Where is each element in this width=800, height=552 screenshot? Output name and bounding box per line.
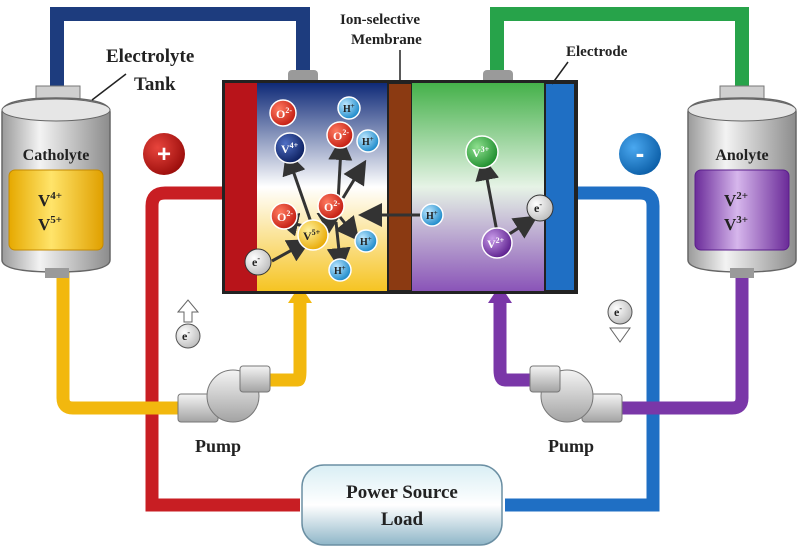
pump-right-icon: [529, 365, 623, 423]
negative-half-cell: [412, 83, 545, 291]
ion-o2-mid-right: O2-: [317, 192, 345, 220]
electron-flow-right: e-: [607, 299, 633, 343]
ion-h-membrane: H+: [420, 203, 444, 227]
catholyte-return-pipe: [50, 7, 310, 108]
positive-terminal-sign: +: [143, 133, 185, 175]
ion-electron-right: e-: [526, 194, 554, 222]
ion-v4: V4+: [274, 132, 306, 164]
svg-text:O2-: O2-: [333, 128, 349, 143]
anolyte-species-1: V2+: [724, 190, 748, 210]
catholyte-cell-inlet-pipe: [262, 300, 307, 387]
negative-wire: [505, 186, 660, 512]
ion-h-bottom: H+: [328, 258, 352, 282]
ion-selective-membrane: [387, 82, 413, 292]
pump-left-label: Pump: [195, 436, 241, 456]
ion-h-mid: H+: [354, 229, 378, 253]
svg-text:V5+: V5+: [303, 228, 321, 243]
load-label-line1: Power Source: [346, 482, 458, 503]
svg-text:V4+: V4+: [281, 141, 299, 156]
ion-o2-top-right: O2-: [326, 121, 354, 149]
anolyte-species-2: V3+: [724, 214, 748, 234]
ion-electron-left: e-: [244, 248, 272, 276]
electrolyte-tank-label-line1: Electrolyte: [106, 46, 194, 67]
svg-text:e-: e-: [252, 254, 260, 269]
ion-h-top-1: H+: [337, 96, 361, 120]
left-reaction-arrows: [271, 136, 420, 272]
catholyte-tank: [1, 85, 111, 278]
negative-terminal-sign: -: [619, 133, 661, 175]
pump-left-icon: [177, 365, 271, 423]
ion-o2-mid-left: O2-: [270, 202, 298, 230]
svg-text:V2+: V2+: [487, 236, 505, 251]
svg-text:e-: e-: [534, 200, 542, 215]
membrane-label-line2: Membrane: [351, 32, 422, 48]
svg-text:+: +: [157, 141, 171, 168]
catholyte-supply-pipe: [56, 272, 190, 415]
svg-text:O2-: O2-: [276, 106, 292, 121]
ion-v2: V2+: [481, 227, 513, 259]
svg-text:e-: e-: [182, 328, 190, 343]
anolyte-supply-pipe: [610, 272, 749, 415]
svg-text:H+: H+: [343, 102, 355, 115]
anolyte-label: Anolyte: [715, 147, 768, 164]
electrolyte-tank-pointer: [91, 73, 127, 101]
svg-text:H+: H+: [334, 264, 346, 277]
catholyte-species-2: V5+: [38, 214, 62, 234]
ion-o2-top-left: O2-: [269, 99, 297, 127]
power-source-load-box: [301, 464, 503, 546]
anolyte-cell-inlet-pipe: [493, 300, 540, 387]
svg-text:O2-: O2-: [277, 209, 293, 224]
electrode-label: Electrode: [566, 44, 628, 60]
svg-text:V3+: V3+: [472, 145, 490, 160]
pump-right-label: Pump: [548, 436, 594, 456]
anolyte-return-pipe: [490, 7, 749, 90]
electrolyte-tank-label-line2: Tank: [134, 74, 176, 95]
load-label-line2: Load: [381, 509, 424, 530]
ion-h-top-2: H+: [356, 129, 380, 153]
svg-text:-: -: [636, 138, 645, 168]
negative-electrode: [544, 82, 576, 292]
ion-v3: V3+: [465, 135, 499, 169]
svg-text:H+: H+: [426, 209, 438, 222]
svg-text:e-: e-: [614, 304, 622, 319]
anolyte-tank: [687, 85, 797, 278]
electrode-pointer: [551, 61, 569, 85]
svg-text:H+: H+: [362, 135, 374, 148]
positive-wire: [145, 186, 300, 512]
svg-text:H+: H+: [360, 235, 372, 248]
svg-text:O2-: O2-: [324, 199, 340, 214]
ion-v5: V5+: [297, 219, 329, 251]
catholyte-label: Catholyte: [23, 147, 90, 164]
electron-flow-left: e-: [175, 299, 201, 349]
membrane-label-line1: Ion-selective: [340, 12, 420, 28]
catholyte-species-1: V4+: [38, 190, 62, 210]
